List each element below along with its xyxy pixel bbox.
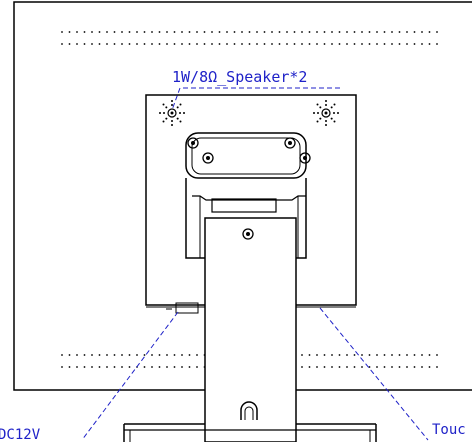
- speaker-leader-line: [171, 87, 340, 111]
- power-leader-line: [81, 311, 179, 441]
- vesa-mount-plate: [185, 132, 307, 179]
- top-vent-dots: [61, 31, 438, 45]
- touch-label: Touc: [432, 422, 466, 438]
- speaker-label: 1W/8Ω_Speaker*2: [172, 68, 307, 86]
- cable-handle: [240, 401, 258, 420]
- power-label: DC12V: [0, 427, 41, 442]
- speaker-grille-icon: [159, 100, 185, 126]
- speaker-grille-icon: [313, 100, 339, 126]
- stand-column: [204, 217, 297, 442]
- vesa-screw-holes: [187, 137, 311, 164]
- touch-leader-line: [319, 307, 429, 441]
- connector-block: [175, 302, 199, 314]
- stand-base: [123, 423, 377, 442]
- stand-screw: [242, 228, 254, 240]
